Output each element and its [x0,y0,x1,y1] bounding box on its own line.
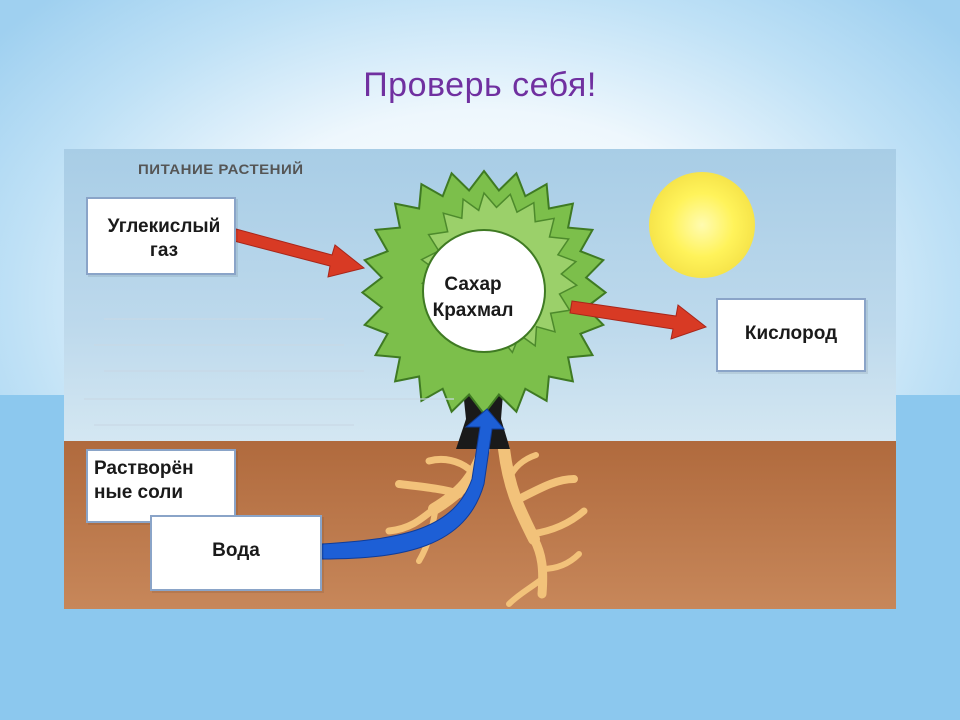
slide-title: Проверь себя! [363,66,597,104]
starch-label: Крахмал [432,300,514,321]
co2-arrow [233,228,366,278]
roots [385,443,588,607]
sun [649,172,755,278]
dissolved-salts-label-box: Растворён ные соли [86,449,236,523]
co2-label-line1: Углекислый [107,216,221,237]
oxygen-label: Кислород [744,323,838,344]
water-label-box: Вода [150,515,322,591]
diagram-caption: ПИТАНИЕ РАСТЕНИЙ [138,161,304,178]
co2-label-line2: газ [149,240,179,261]
sugar-label: Сахар [444,274,502,295]
plant-nutrition-diagram: ПИТАНИЕ РАСТЕНИЙ Углекислый газ Кислород… [64,149,896,609]
water-arrow [321,408,506,560]
oxygen-arrow [569,300,708,340]
oxygen-label-box: Кислород [716,298,866,372]
co2-label-box: Углекислый газ [86,197,236,275]
salts-label-line1: Растворён [94,458,194,479]
crown-centre [422,229,546,353]
products-label: Сахар Крахмал [398,272,548,324]
water-label: Вода [212,540,260,561]
salts-label-line2: ные соли [94,482,183,503]
background-texture [84,318,454,426]
